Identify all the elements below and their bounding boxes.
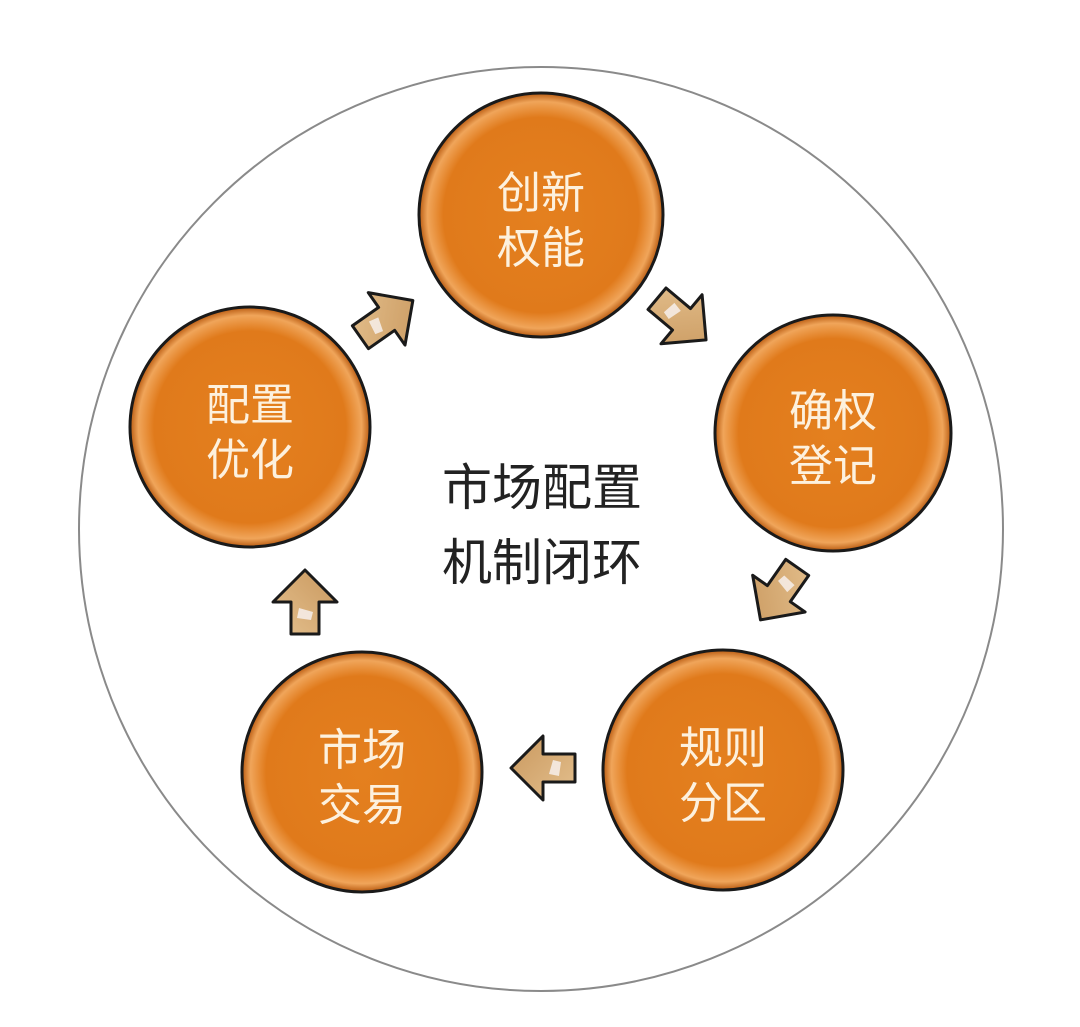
arrow-icon: [646, 286, 708, 346]
node-circle: [601, 648, 845, 892]
center-title-line-2: 机制闭环: [442, 534, 642, 592]
node-label-line2: 分区: [679, 778, 767, 829]
node-circle: [713, 313, 953, 553]
node-label-line2: 权能: [497, 223, 585, 274]
center-title-line-1: 市场配置: [442, 459, 642, 517]
node-label-line2: 登记: [789, 441, 877, 492]
arrow-icon: [350, 291, 415, 351]
arrow-icon: [509, 734, 577, 802]
node-label-line1: 创新: [497, 168, 585, 219]
arrow-icon: [751, 557, 811, 622]
node-circle: [417, 91, 665, 339]
node-circle: [128, 305, 372, 549]
node-label-line2: 交易: [318, 780, 406, 831]
node-label-line1: 确权: [789, 386, 877, 437]
node-label-line1: 规则: [679, 723, 767, 774]
node-circle: [240, 650, 484, 894]
node-label-line1: 配置: [206, 380, 294, 431]
node-label-line2: 优化: [206, 435, 294, 486]
arrows: [271, 286, 811, 802]
node-label-line1: 市场: [318, 725, 406, 776]
arrow-icon: [271, 568, 339, 636]
